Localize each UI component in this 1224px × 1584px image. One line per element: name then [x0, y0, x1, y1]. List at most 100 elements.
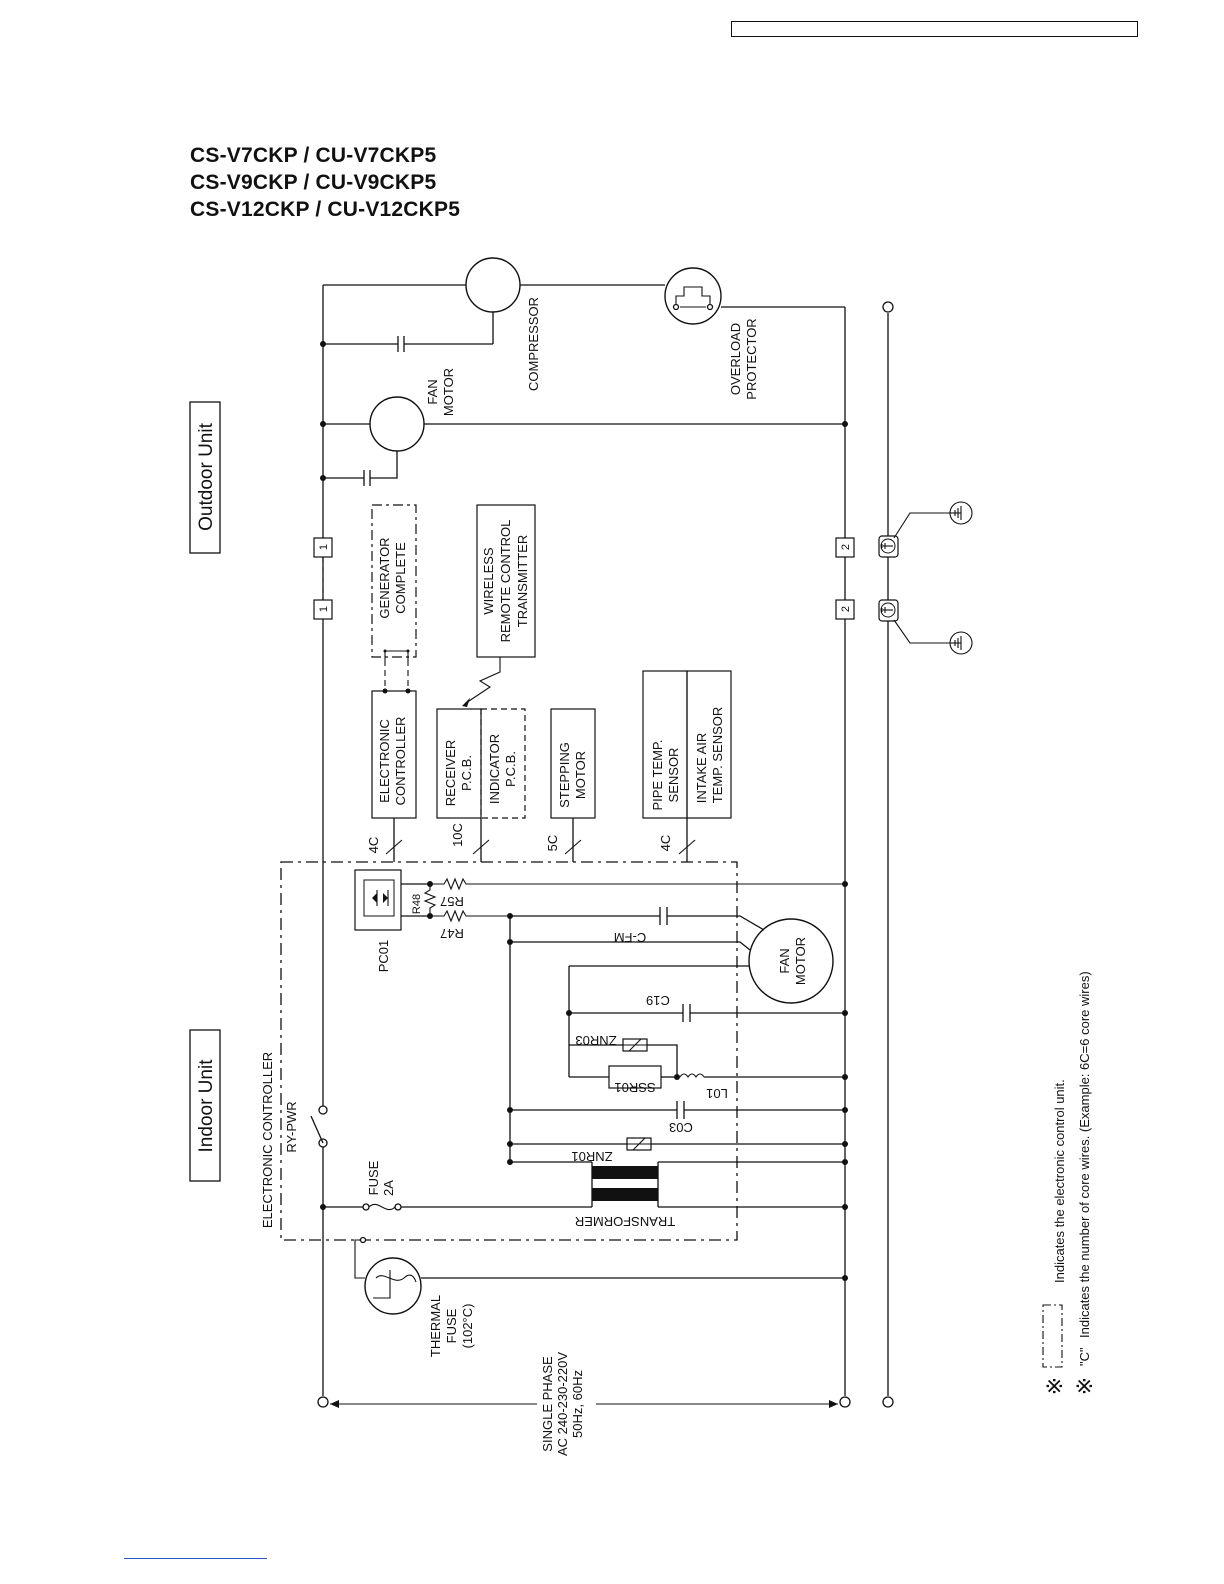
- svg-text:MOTOR: MOTOR: [573, 751, 588, 799]
- svg-text:STEPPING: STEPPING: [557, 742, 572, 808]
- svg-text:THERMAL: THERMAL: [428, 1295, 443, 1357]
- footer-line: [124, 1558, 267, 1559]
- svg-text:CONTROLLER: CONTROLLER: [393, 717, 408, 806]
- overload-label-2: PROTECTOR: [744, 318, 759, 399]
- secondary-bus: [507, 913, 513, 1165]
- compressor-label: COMPRESSOR: [526, 297, 541, 391]
- ground-symbol: [949, 501, 973, 655]
- svg-text:2: 2: [840, 606, 852, 612]
- svg-text:5C: 5C: [545, 835, 560, 852]
- svg-text:(102°C): (102°C): [460, 1304, 475, 1349]
- svg-text:R48: R48: [411, 894, 423, 914]
- svg-text:PIPE TEMP.: PIPE TEMP.: [650, 739, 665, 810]
- pc01: PC01 R57 R48 R47: [354, 869, 848, 973]
- svg-text:C03: C03: [669, 1120, 693, 1135]
- outdoor-fan-motor: FAN MOTOR: [323, 368, 845, 486]
- terminal-1-indoor: 1: [313, 599, 333, 620]
- terminal-2-outdoor: 2: [835, 537, 855, 558]
- note-2-prefix: "C": [1077, 1347, 1092, 1366]
- model-list: CS-V7CKP / CU-V7CKP5 CS-V9CKP / CU-V9CKP…: [190, 142, 460, 223]
- svg-text:INDICATOR: INDICATOR: [487, 734, 502, 804]
- notes: ※ Indicates the electronic control unit.…: [1042, 971, 1097, 1395]
- overload-protector: OVERLOAD PROTECTOR: [664, 267, 845, 400]
- svg-text:1: 1: [318, 544, 330, 550]
- indoor-unit-text: Indoor Unit: [196, 1059, 217, 1153]
- svg-text:50Hz, 60Hz: 50Hz, 60Hz: [570, 1370, 585, 1438]
- terminal-2-indoor: 2: [835, 599, 855, 620]
- svg-text:ELECTRONIC: ELECTRONIC: [377, 719, 392, 803]
- generator-complete: GENERATOR COMPLETE: [371, 504, 417, 660]
- indoor-fan-motor: FAN MOTOR C-FM: [510, 907, 834, 1004]
- svg-text:ZNR01: ZNR01: [571, 1149, 612, 1164]
- c19: C19: [569, 993, 845, 1022]
- svg-text:SENSOR: SENSOR: [666, 748, 681, 803]
- svg-text:4C: 4C: [366, 837, 381, 854]
- svg-text:P.C.B.: P.C.B.: [503, 751, 518, 787]
- svg-text:AC 240-230-220V: AC 240-230-220V: [555, 1352, 570, 1456]
- svg-text:MOTOR: MOTOR: [793, 937, 808, 985]
- svg-text:SINGLE PHASE: SINGLE PHASE: [540, 1356, 555, 1452]
- receiver-pcb: RECEIVER P.C.B.: [436, 708, 482, 819]
- svg-text:2: 2: [840, 544, 852, 550]
- note-mark: ※: [1072, 1377, 1097, 1395]
- svg-text:4C: 4C: [658, 835, 673, 852]
- model-title: CS-V7CKP / CU-V7CKP5: [190, 144, 437, 167]
- overload-label-1: OVERLOAD: [728, 323, 743, 395]
- generator-link: [382, 660, 411, 694]
- svg-text:TEMP. SENSOR: TEMP. SENSOR: [710, 707, 725, 804]
- svg-text:2A: 2A: [381, 1180, 396, 1196]
- svg-text:ZNR03: ZNR03: [575, 1033, 616, 1048]
- svg-text:P.C.B.: P.C.B.: [459, 755, 474, 791]
- outdoor-fan-label-2: MOTOR: [441, 368, 456, 416]
- znr01: ZNR01: [510, 1137, 845, 1164]
- outdoor-unit-text: Outdoor Unit: [196, 422, 217, 530]
- svg-text:REMOTE CONTROL: REMOTE CONTROL: [498, 520, 513, 643]
- wireless-transmitter: WIRELESS REMOTE CONTROL TRANSMITTER: [462, 504, 536, 707]
- outdoor-unit-label: Outdoor Unit: [189, 401, 221, 554]
- electronic-control-unit-boundary: [280, 861, 738, 1241]
- svg-text:RY-PWR: RY-PWR: [284, 1101, 299, 1152]
- c03: C03: [510, 1101, 845, 1135]
- fuse-2a: FUSE 2A: [323, 1160, 592, 1211]
- module-cables: 4C 10C 5C 4C: [366, 818, 696, 862]
- svg-text:FUSE: FUSE: [366, 1160, 381, 1195]
- outdoor-fan-label-1: FAN: [425, 379, 440, 404]
- note-mark: ※: [1042, 1377, 1067, 1395]
- svg-text:C19: C19: [646, 993, 670, 1008]
- indicator-pcb: INDICATOR P.C.B.: [480, 708, 526, 819]
- header-box: [731, 21, 1138, 37]
- ry-pwr-relay: RY-PWR: [284, 1101, 328, 1153]
- indoor-unit-label: Indoor Unit: [189, 1029, 221, 1182]
- svg-text:R47: R47: [440, 926, 464, 941]
- model-title: CS-V12CKP / CU-V12CKP5: [190, 198, 461, 221]
- terminal-1-outdoor: 1: [313, 537, 333, 558]
- svg-text:L01: L01: [706, 1086, 728, 1101]
- pipe-temp-sensor: PIPE TEMP. SENSOR: [642, 670, 688, 819]
- svg-text:C-FM: C-FM: [614, 930, 647, 945]
- electronic-controller-module: ELECTRONIC CONTROLLER: [371, 690, 417, 819]
- svg-text:WIRELESS: WIRELESS: [481, 547, 496, 615]
- svg-text:PC01: PC01: [376, 940, 391, 973]
- model-title: CS-V9CKP / CU-V9CKP5: [190, 171, 437, 194]
- transformer: TRANSFORMER: [510, 1161, 845, 1229]
- svg-text:10C: 10C: [450, 823, 465, 847]
- svg-text:FAN: FAN: [777, 948, 792, 973]
- thermal-fuse: THERMAL FUSE (102°C): [354, 1236, 845, 1357]
- svg-text:SSR01: SSR01: [614, 1080, 655, 1095]
- svg-text:RECEIVER: RECEIVER: [443, 740, 458, 806]
- ssr01-circuit: SSR01 L01 ZNR03: [566, 966, 845, 1101]
- note-1: Indicates the electronic control unit.: [1052, 1079, 1067, 1283]
- note-2: Indicates the number of core wires. (Exa…: [1077, 971, 1092, 1338]
- svg-text:TRANSMITTER: TRANSMITTER: [515, 535, 530, 627]
- earth-terminal: [878, 512, 950, 644]
- svg-text:1: 1: [318, 606, 330, 612]
- svg-text:TRANSFORMER: TRANSFORMER: [575, 1214, 675, 1229]
- intake-air-temp-sensor: INTAKE AIR TEMP. SENSOR: [686, 670, 732, 819]
- svg-text:FUSE: FUSE: [444, 1308, 459, 1343]
- svg-text:R57: R57: [440, 894, 464, 909]
- svg-text:COMPLETE: COMPLETE: [393, 542, 408, 614]
- power-supply: SINGLE PHASE AC 240-230-220V 50Hz, 60Hz: [317, 301, 894, 1456]
- compressor: COMPRESSOR: [323, 257, 665, 391]
- electronic-controller-label: ELECTRONIC CONTROLLER: [260, 1052, 275, 1228]
